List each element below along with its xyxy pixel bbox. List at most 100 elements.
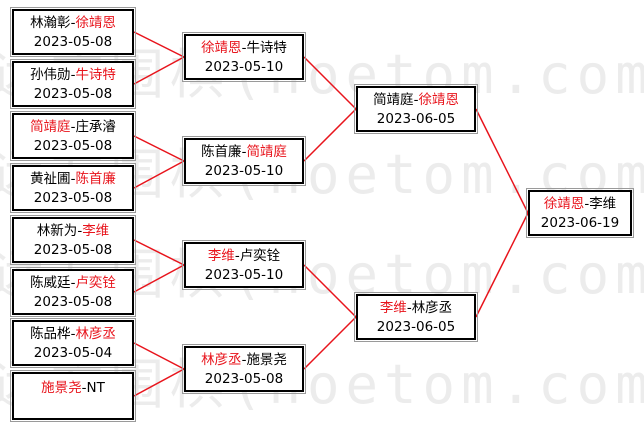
match-date: 2023-05-08 [33, 86, 113, 102]
match-date: 2023-06-19 [540, 215, 620, 231]
connector-line [133, 160, 185, 189]
match-players: 徐靖恩-牛诗特 [186, 39, 302, 58]
match-box-r1-2: 孙伟勋-牛诗特 2023-05-08 [10, 59, 136, 109]
match-players: 李维-林彦丞 [358, 299, 474, 318]
match-box-r3-1: 简靖庭-徐靖恩 2023-06-05 [354, 84, 478, 134]
player-1: 简靖庭 [373, 92, 414, 108]
connector-line [303, 264, 357, 318]
match-date: 2023-05-04 [33, 345, 113, 361]
separator: - [70, 15, 76, 31]
player-1-winner: 徐靖恩 [201, 40, 242, 56]
player-2: 庄承濬 [75, 119, 116, 135]
connector-line [303, 316, 357, 370]
match-players: 孙伟勋-牛诗特 [14, 66, 132, 85]
match-players: 林瀚彰-徐靖恩 [14, 14, 132, 33]
match-players: 陈品桦-林彦丞 [14, 325, 132, 344]
match-date: 2023-06-05 [376, 111, 456, 127]
match-box-r2-2: 陈首廉-简靖庭 2023-05-10 [182, 136, 306, 186]
match-box-r2-4: 林彦丞-施景尧 2023-05-08 [182, 344, 306, 394]
match-date: 2023-05-10 [204, 59, 284, 75]
player-2-winner: 林彦丞 [75, 326, 116, 342]
separator: - [241, 144, 247, 160]
connector-line [133, 264, 185, 293]
match-date: 2023-05-08 [33, 138, 113, 154]
connector-line [303, 56, 357, 110]
match-players: 简靖庭-徐靖恩 [358, 91, 474, 110]
match-players: 陈威廷-卢奕铨 [14, 274, 132, 293]
player-1-winner: 徐靖恩 [543, 196, 585, 212]
separator: - [241, 352, 247, 368]
match-date: 2023-05-08 [33, 242, 113, 258]
player-2: 林彦丞 [411, 300, 453, 316]
match-players: 黄祉圃-陈首廉 [14, 170, 132, 189]
player-2-winner: 牛诗特 [75, 67, 116, 83]
player-2-winner: 简靖庭 [246, 144, 287, 160]
connector-line [475, 108, 529, 214]
match-date: 2023-06-05 [376, 319, 456, 335]
match-players: 李维-卢奕铨 [186, 247, 302, 266]
match-box-r2-3: 李维-卢奕铨 2023-05-10 [182, 240, 306, 290]
match-players: 简靖庭-庄承濬 [14, 118, 132, 137]
player-2: NT [86, 380, 105, 396]
separator: - [70, 119, 76, 135]
match-box-r1-5: 林新为-李维 2023-05-08 [10, 215, 136, 265]
separator: - [70, 67, 76, 83]
match-box-r1-4: 黄祉圃-陈首廉 2023-05-08 [10, 163, 136, 213]
player-1: 林新为 [36, 223, 78, 239]
separator: - [77, 223, 83, 239]
player-2-winner: 陈首廉 [75, 171, 116, 187]
player-2: 卢奕铨 [239, 248, 281, 264]
connector-line [133, 56, 185, 85]
player-1: 林瀚彰 [30, 15, 71, 31]
match-date: 2023-05-10 [204, 267, 284, 283]
player-1-winner: 施景尧 [41, 380, 82, 396]
match-box-r1-3: 简靖庭-庄承濬 2023-05-08 [10, 111, 136, 161]
match-date: 2023-05-08 [33, 190, 113, 206]
match-box-r2-1: 徐靖恩-牛诗特 2023-05-10 [182, 32, 306, 82]
match-players: 施景尧-NT [14, 379, 132, 398]
match-players: 林新为-李维 [14, 222, 132, 241]
separator: - [70, 326, 76, 342]
player-1-winner: 简靖庭 [30, 119, 71, 135]
player-1: 黄祉圃 [30, 171, 71, 187]
match-players: 徐靖恩-李维 [530, 195, 630, 214]
connector-line [133, 31, 185, 58]
player-1: 孙伟勋 [30, 67, 71, 83]
match-date: 2023-05-08 [33, 294, 113, 310]
player-2-winner: 卢奕铨 [75, 275, 116, 291]
match-players: 林彦丞-施景尧 [186, 351, 302, 370]
connector-line [133, 135, 185, 162]
match-box-r3-2: 李维-林彦丞 2023-06-05 [354, 292, 478, 342]
separator: - [241, 40, 247, 56]
separator: - [234, 248, 240, 264]
match-box-r1-7: 陈品桦-林彦丞 2023-05-04 [10, 318, 136, 368]
match-box-r1-6: 陈威廷-卢奕铨 2023-05-08 [10, 267, 136, 317]
player-1: 陈首廉 [201, 144, 242, 160]
separator: - [406, 300, 412, 316]
player-2: 李维 [589, 196, 617, 212]
player-2: 牛诗特 [246, 40, 287, 56]
match-players: 陈首廉-简靖庭 [186, 143, 302, 162]
connector-line [303, 108, 357, 162]
player-2-winner: 李维 [82, 223, 110, 239]
connector-line [133, 239, 185, 266]
player-1-winner: 林彦丞 [201, 352, 242, 368]
match-date [14, 398, 132, 417]
match-box-final: 徐靖恩-李维 2023-06-19 [526, 188, 634, 238]
match-date: 2023-05-08 [33, 34, 113, 50]
player-1: 陈品桦 [30, 326, 71, 342]
match-box-r1-1: 林瀚彰-徐靖恩 2023-05-08 [10, 7, 136, 57]
match-box-r1-8: 施景尧-NT [10, 370, 136, 422]
connector-line [133, 368, 185, 397]
separator: - [70, 171, 76, 187]
connector-line [475, 212, 529, 318]
connector-line [133, 342, 185, 370]
player-1-winner: 李维 [379, 300, 407, 316]
separator: - [584, 196, 590, 212]
player-2-winner: 徐靖恩 [418, 92, 459, 108]
player-1: 陈威廷 [30, 275, 71, 291]
player-2-winner: 徐靖恩 [75, 15, 116, 31]
match-date: 2023-05-10 [204, 163, 284, 179]
separator: - [81, 380, 87, 396]
